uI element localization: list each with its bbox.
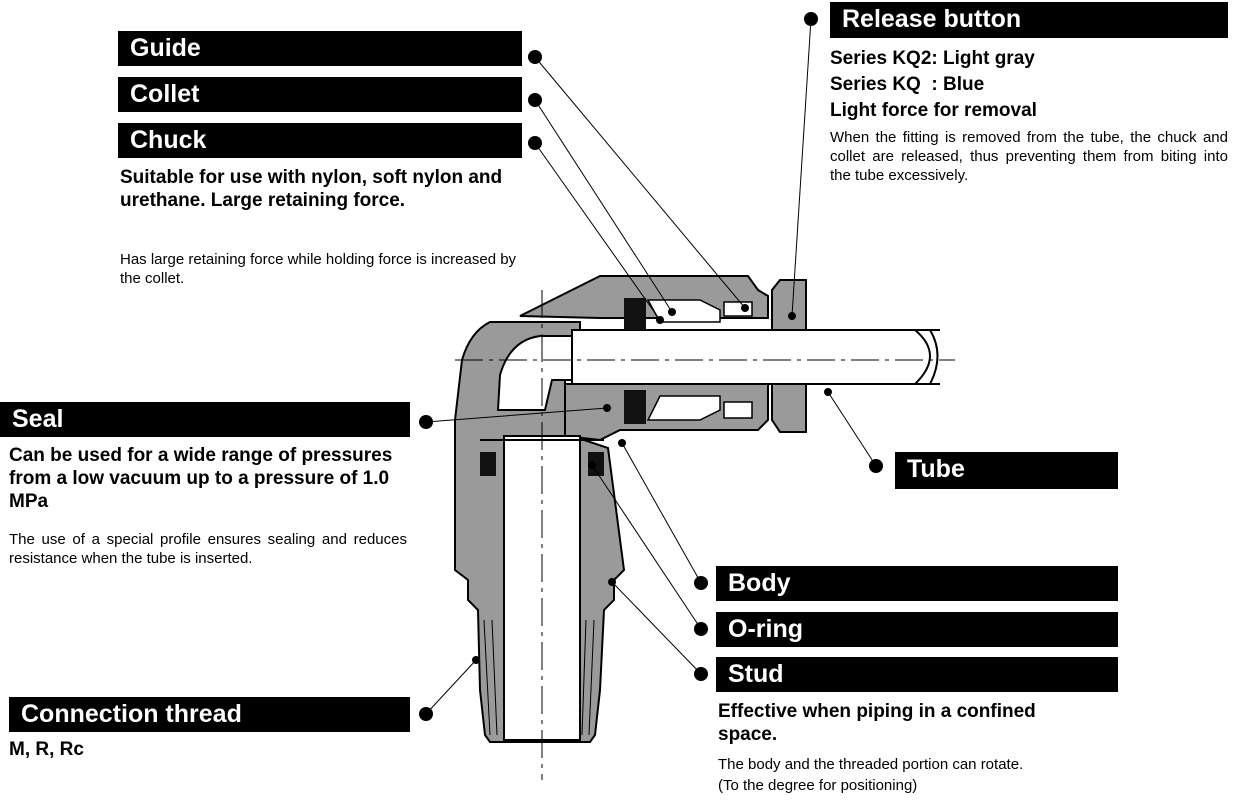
release-button-line-1: Series KQ2: Light gray	[830, 48, 1035, 69]
seal-upper	[624, 298, 646, 330]
thread-lines	[483, 619, 595, 736]
oring-left	[480, 452, 496, 476]
tube-end	[915, 329, 940, 385]
label-connection-thread: Connection thread	[9, 697, 410, 732]
connection-thread-subtitle: M, R, Rc	[9, 739, 84, 760]
label-oring: O-ring	[716, 612, 1118, 647]
oring-right	[588, 452, 604, 476]
release-button-line-2: Series KQ : Blue	[830, 74, 985, 95]
label-seal: Seal	[0, 402, 410, 437]
chuck-lower	[646, 395, 721, 421]
stud-subtitle: Effective when piping in a confined spac…	[718, 701, 1036, 745]
release-button-line-3: Light force for removal	[830, 100, 1037, 121]
seal-description: The use of a special profile ensures sea…	[9, 531, 407, 567]
label-tube: Tube	[895, 452, 1118, 489]
seal-lower	[624, 390, 646, 424]
tube-shape	[571, 329, 931, 385]
label-collet: Collet	[118, 77, 522, 112]
label-chuck: Chuck	[118, 123, 522, 158]
chuck-subtitle: Suitable for use with nylon, soft nylon …	[120, 167, 503, 211]
release-button-description: When the fitting is removed from the tub…	[830, 129, 1228, 184]
chuck-description: Has large retaining force while holding …	[120, 251, 517, 287]
leader-lines	[425, 18, 877, 715]
label-release-button: Release button	[830, 2, 1228, 38]
centerlines	[455, 290, 955, 780]
label-stud: Stud	[716, 657, 1118, 692]
elbow-passage	[496, 335, 573, 411]
label-body: Body	[716, 566, 1118, 601]
guide-lower	[723, 401, 753, 419]
label-guide: Guide	[118, 31, 522, 66]
stud-description-line-1: The body and the threaded portion can ro…	[718, 756, 1024, 773]
stud-description-line-2: (To the degree for positioning)	[718, 777, 918, 794]
seal-subtitle: Can be used for a wide range of pressure…	[9, 445, 393, 512]
